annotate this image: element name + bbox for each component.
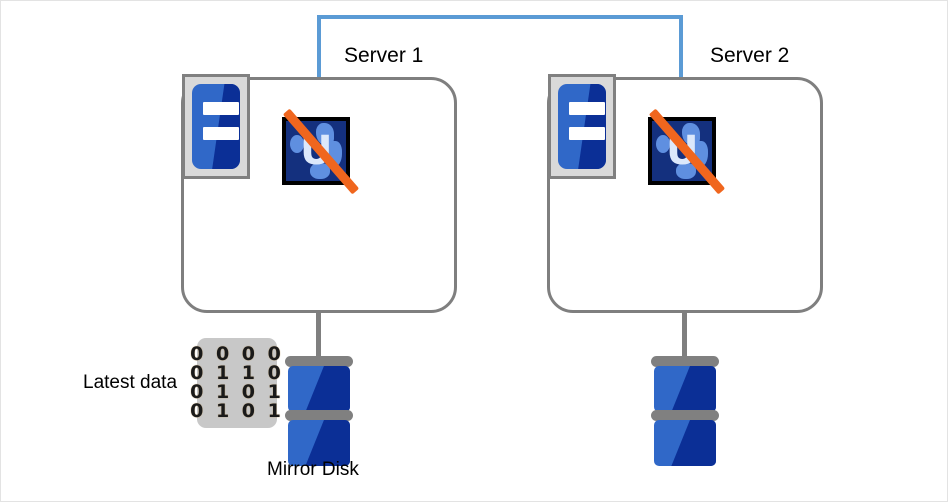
network-link-icon-right-segment — [679, 15, 683, 79]
binary-row: 0 0 0 0 — [190, 343, 284, 365]
server-1-label: Server 1 — [344, 44, 424, 67]
server-2-enclosure — [547, 77, 823, 313]
binary-row: 0 1 0 1 — [190, 400, 284, 422]
server-2-application-stopped-icon: U — [648, 108, 726, 195]
binary-row: 0 1 0 1 — [190, 381, 284, 403]
mirror-disk-icon-plate-top — [285, 356, 353, 367]
server-2-label: Server 2 — [710, 44, 790, 67]
mirror-disk-icon-plate-top — [651, 356, 719, 367]
server-1-mirror-disk-icon — [285, 356, 353, 466]
network-link-icon-left-segment — [317, 15, 321, 79]
binary-row: 0 1 1 0 — [190, 362, 284, 384]
application-stopped-icon-blob-c — [290, 135, 304, 153]
server-2-disk-connector — [682, 313, 687, 358]
latest-data-binary-badge: 0 0 0 0 0 1 1 0 0 1 0 1 0 1 0 1 — [190, 338, 281, 428]
server-1-enclosure — [181, 77, 457, 313]
application-stopped-icon-blob-a — [316, 123, 334, 145]
server-device-icon-bar-top — [203, 102, 239, 115]
application-stopped-icon-blob-a — [682, 123, 700, 145]
server-1-device-icon — [182, 74, 250, 179]
server-1-disk-connector — [316, 313, 321, 358]
server-device-icon-bar-bottom — [203, 127, 239, 140]
mirror-disk-icon-block-bottom — [288, 420, 350, 466]
mirror-disk-icon-block-bottom — [654, 420, 716, 466]
mirror-disk-icon-plate-bottom — [285, 410, 353, 421]
server-2-mirror-disk-icon — [651, 356, 719, 466]
server-device-icon-card — [192, 84, 240, 169]
server-2-device-icon — [548, 74, 616, 179]
server-device-icon-bar-bottom — [569, 127, 605, 140]
mirror-disk-label: Mirror Disk — [267, 459, 359, 480]
mirror-disk-icon-block-top — [288, 366, 350, 412]
server-device-icon-card — [558, 84, 606, 169]
application-stopped-icon-blob-d — [310, 163, 330, 179]
mirror-disk-icon-plate-bottom — [651, 410, 719, 421]
mirror-disk-icon-block-top — [654, 366, 716, 412]
application-stopped-icon-blob-d — [676, 163, 696, 179]
server-device-icon-bar-top — [569, 102, 605, 115]
server-1-application-stopped-icon: U — [282, 108, 360, 195]
application-stopped-icon-blob-c — [656, 135, 670, 153]
latest-data-label: Latest data — [83, 372, 178, 393]
network-link-icon-top-segment — [317, 15, 683, 19]
